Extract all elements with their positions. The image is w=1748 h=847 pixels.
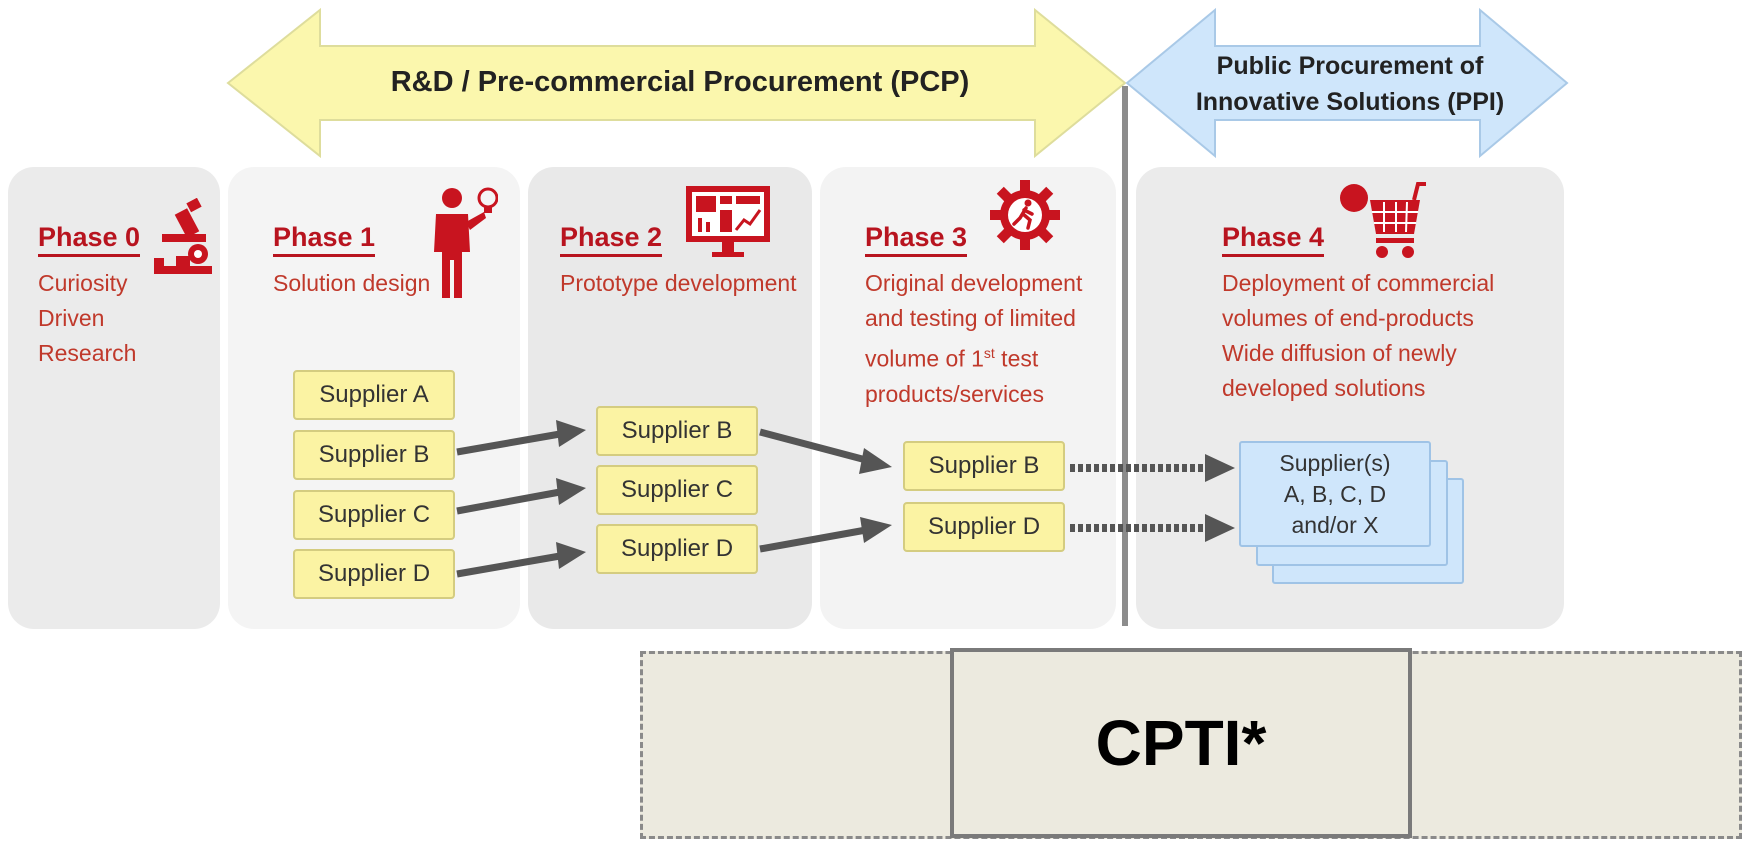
arrow-b-2-to-3 [759,428,867,464]
phase-0-description: Curiosity Driven Research [38,266,136,371]
pcp-banner-label: R&D / Pre-commercial Procurement (PCP) [390,66,970,98]
arrow-d-1-to-2 [456,552,561,578]
arrow-d-2-to-3 [759,526,867,553]
phase-0-desc-line: Curiosity [38,270,128,296]
phase-1-supplier-c: Supplier C [293,490,455,540]
phase-0-panel [8,167,220,629]
ppi-banner-label-2: Innovative Solutions (PPI) [1195,88,1505,116]
microscope-icon [154,198,212,274]
phase-3-desc-sup: st [983,345,995,361]
phase-3-desc-line: and testing of limited [865,305,1076,331]
shopping-cart-icon [1340,182,1426,258]
arrowhead-b-3-to-4 [1205,454,1235,482]
phase-4-title: Phase 4 [1222,222,1325,257]
phase-4-supplier-line: A, B, C, D [1283,480,1387,507]
phase-4-desc-line: Wide diffusion of newly [1222,340,1457,366]
phase-4-desc-line: Deployment of commercial [1222,270,1495,296]
phase-3-title: Phase 3 [865,222,968,257]
phase-3-desc-line: products/services [865,380,1044,407]
phase-2-desc-line: Prototype development [560,270,797,296]
phase-4-desc-line: volumes of end-products [1222,305,1474,331]
phase-0-title: Phase 0 [38,222,141,257]
arrowhead-b-2-to-3 [859,448,892,474]
banner-arrows [226,7,1569,159]
phase-1-supplier-d: Supplier D [293,549,455,599]
phase-4-supplier-line: Supplier(s) [1279,449,1391,476]
phase-2-supplier-b: Supplier B [596,406,758,456]
arrowhead-b-1-to-2 [556,420,586,447]
arrow-c-1-to-2 [456,488,561,515]
gear-runner-icon [990,180,1060,250]
monitor-dashboard-icon [686,186,770,257]
phase-2-title: Phase 2 [560,222,663,257]
phase-1-title: Phase 1 [273,222,376,257]
phase-4-supplier-line: and/or X [1291,511,1379,538]
person-lightbulb-icon [434,187,498,298]
phase-2-supplier-c: Supplier C [596,465,758,515]
cpti-label: CPTI* [1095,707,1267,779]
pcp-ppi-divider [1122,86,1128,626]
pcp-arrow [226,7,1127,159]
phase-1-description: Solution design [273,266,430,301]
phase-4-description: Deployment of commercial volumes of end-… [1222,266,1494,406]
arrow-b-1-to-2 [456,430,561,456]
phase-0-desc-line: Research [38,340,137,366]
arrowhead-d-1-to-2 [556,542,586,569]
phase-3-supplier-d: Supplier D [903,502,1065,552]
phase-3-panel [820,167,1116,629]
phase-1-supplier-a: Supplier A [293,370,455,420]
arrowhead-c-1-to-2 [556,478,586,505]
ppi-banner-label-1: Public Procurement of [1216,52,1484,80]
ppi-arrow [1125,7,1569,159]
phase-3-description: Original development and testing of limi… [865,266,1082,412]
phase-3-supplier-b: Supplier B [903,441,1065,491]
phase-2-supplier-d: Supplier D [596,524,758,574]
phase-1-supplier-b: Supplier B [293,430,455,480]
phase-4-desc-line: developed solutions [1222,375,1426,401]
arrowhead-d-2-to-3 [860,517,892,543]
phase-4-supplier-stack-front: Supplier(s) A, B, C, D and/or X [1239,441,1431,547]
phase-3-desc-test: test [994,345,1039,372]
phase-3-desc-volume: volume of 1 [865,345,984,372]
phase-0-desc-line: Driven [38,305,105,331]
phase-1-desc-line: Solution design [273,270,431,296]
phase-3-desc-line: volume of 1st test [865,336,1082,377]
phase-2-description: Prototype development [560,266,797,301]
cpti-box: CPTI* [950,648,1412,838]
phase-3-desc-line: Original development [865,270,1083,296]
arrowhead-d-3-to-4 [1205,514,1235,542]
